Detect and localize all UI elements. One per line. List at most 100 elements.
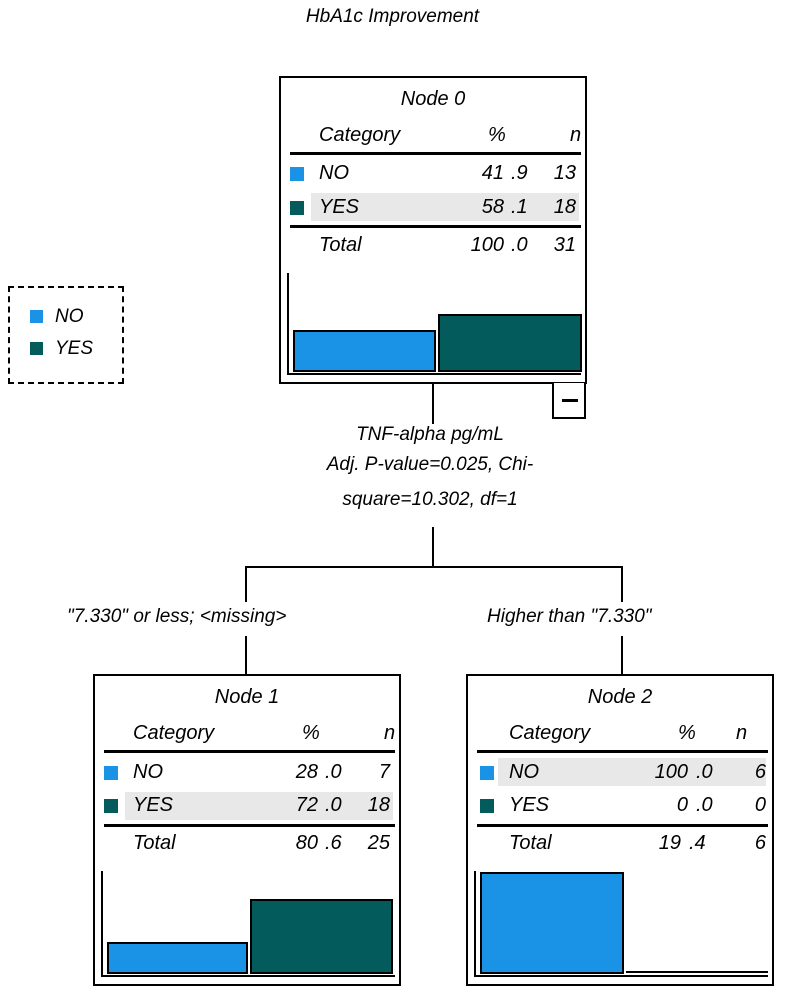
row-swatch-yes (480, 799, 494, 813)
total-label: Total (319, 234, 362, 256)
total-percent-dec: .4 (689, 832, 706, 854)
row-n: 13 (553, 162, 576, 184)
collapse-button[interactable] (552, 383, 586, 419)
node-title: Node 0 (400, 88, 466, 110)
row-percent-int: 100 (654, 761, 688, 783)
node-0[interactable]: Node 0 Category % n NO 41 .9 13 YES 58 .… (279, 76, 587, 384)
total-label: Total (509, 832, 552, 854)
chart-title: HbA1c Improvement (305, 6, 480, 27)
row-category: NO (319, 162, 349, 184)
bar-axis-x (101, 975, 395, 977)
node-title: Node 1 (214, 686, 280, 708)
total-percent-int: 80 (295, 832, 318, 854)
minus-icon (562, 399, 578, 402)
bar-yes (438, 314, 582, 372)
header-percent: % (302, 722, 320, 744)
row-category: YES (509, 794, 550, 816)
total-label: Total (133, 832, 176, 854)
bar-no (480, 872, 624, 974)
branch-label-right: Higher than "7.330" (487, 606, 652, 627)
row-n: 18 (553, 196, 576, 218)
branch-right-line (621, 636, 623, 676)
row-percent-dec: .0 (696, 761, 713, 783)
legend-label-yes: YES (55, 338, 94, 359)
row-highlight (125, 792, 393, 820)
row-swatch-yes (104, 799, 118, 813)
total-percent-dec: .6 (325, 832, 342, 854)
row-swatch-no (290, 167, 304, 181)
total-percent-int: 19 (658, 832, 681, 854)
split-stats-line2: square=10.302, df=1 (342, 489, 518, 510)
row-n: 18 (367, 794, 390, 816)
total-percent-int: 100 (470, 234, 504, 256)
row-percent-int: 58 (481, 196, 504, 218)
row-category: YES (319, 196, 360, 218)
row-swatch-no (480, 766, 494, 780)
legend-swatch-no (30, 310, 43, 323)
row-percent-int: 41 (481, 162, 504, 184)
header-category: Category (133, 722, 215, 744)
table-rule (477, 824, 768, 827)
row-percent-int: 72 (295, 794, 318, 816)
row-swatch-no (104, 766, 118, 780)
node-1[interactable]: Node 1 Category % n NO 28 .0 7 YES 72 .0… (93, 674, 401, 986)
row-swatch-yes (290, 201, 304, 215)
header-percent: % (678, 722, 696, 744)
legend-swatch-yes (30, 342, 43, 355)
row-n: 7 (378, 761, 390, 783)
row-percent-dec: .0 (325, 794, 342, 816)
row-percent-dec: .9 (511, 162, 528, 184)
branch-right-line (621, 566, 623, 602)
legend-label-no: NO (55, 306, 84, 327)
total-percent-dec: .0 (511, 234, 528, 256)
row-percent-int: 0 (676, 794, 688, 816)
bar-no (107, 942, 248, 974)
connector-line (432, 527, 434, 567)
legend-item-yes: YES (30, 337, 93, 361)
header-percent: % (488, 124, 506, 146)
row-category: NO (509, 761, 539, 783)
row-category: YES (133, 794, 174, 816)
branch-left-line (245, 636, 247, 676)
legend-item-no: NO (30, 305, 84, 329)
bar-axis-x (474, 975, 768, 977)
bar-yes (626, 971, 768, 973)
row-percent-dec: .1 (511, 196, 528, 218)
bar-axis-y (287, 273, 289, 375)
branch-label-left: "7.330" or less; <missing> (67, 606, 287, 627)
table-rule (104, 824, 395, 827)
header-n: n (384, 722, 396, 744)
row-percent-dec: .0 (696, 794, 713, 816)
node-2[interactable]: Node 2 Category % n NO 100 .0 6 YES 0 .0… (466, 674, 774, 986)
total-n: 25 (367, 832, 390, 854)
node-title: Node 2 (587, 686, 653, 708)
connector-line (432, 384, 434, 424)
table-rule (290, 152, 581, 155)
header-category: Category (319, 124, 401, 146)
branch-horizontal-line (245, 566, 623, 568)
bar-yes (250, 899, 393, 974)
row-highlight (311, 193, 579, 221)
table-rule (104, 750, 395, 753)
header-category: Category (509, 722, 591, 744)
branch-left-line (245, 566, 247, 602)
bar-axis-y (474, 871, 476, 977)
total-n: 31 (553, 234, 576, 256)
bar-axis-y (101, 871, 103, 977)
table-rule (290, 225, 581, 228)
row-percent-int: 28 (295, 761, 318, 783)
total-n: 6 (754, 832, 766, 854)
table-rule (477, 750, 768, 753)
split-stats-line1: Adj. P-value=0.025, Chi- (326, 454, 534, 475)
row-category: NO (133, 761, 163, 783)
split-variable: TNF-alpha pg/mL (356, 424, 504, 445)
row-n: 0 (754, 794, 766, 816)
bar-axis-x (287, 373, 581, 375)
header-n: n (736, 722, 748, 744)
row-percent-dec: .0 (325, 761, 342, 783)
row-n: 6 (754, 761, 766, 783)
header-n: n (570, 124, 582, 146)
legend: NO YES (8, 286, 124, 384)
bar-no (293, 330, 436, 372)
row-highlight (498, 758, 766, 786)
